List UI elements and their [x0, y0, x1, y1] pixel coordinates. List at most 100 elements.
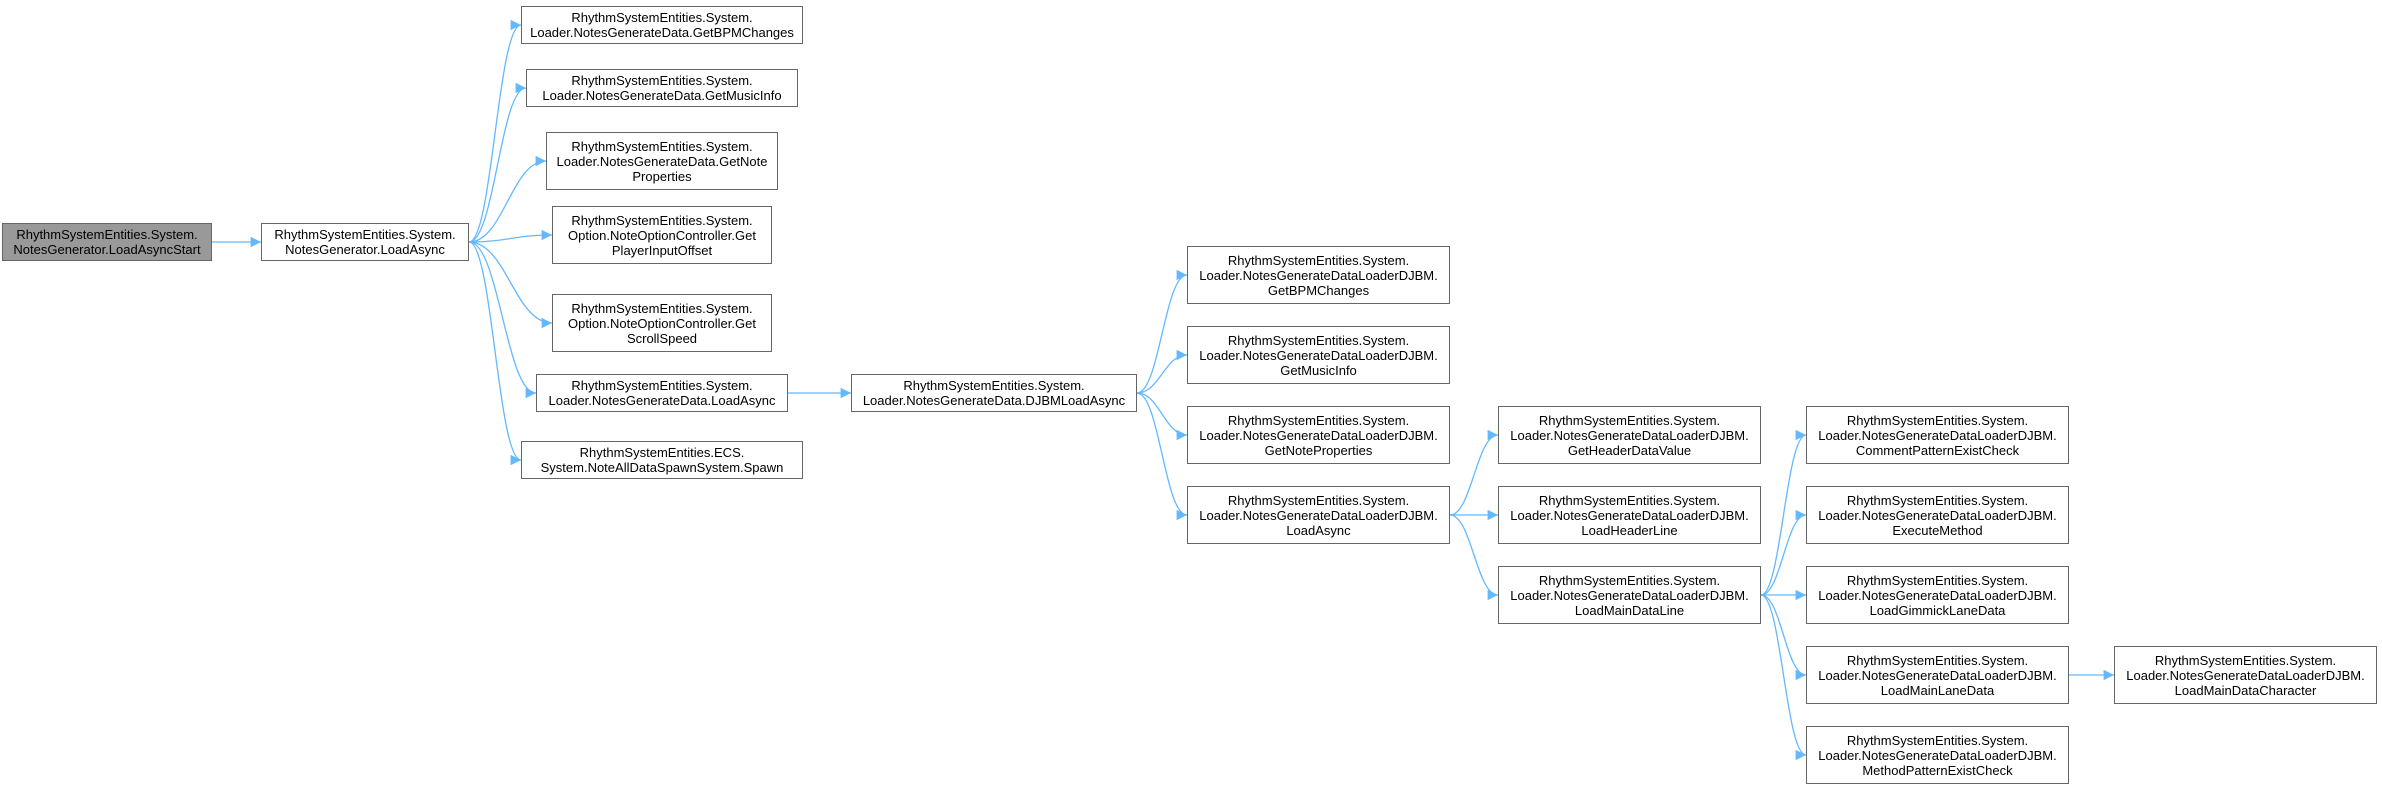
node-label-line: Loader.NotesGenerateDataLoaderDJBM. — [1818, 587, 2057, 603]
node-label-line: RhythmSystemEntities.System. — [903, 378, 1085, 393]
node-label-line: RhythmSystemEntities.System. — [1846, 412, 2029, 428]
function-node[interactable]: RhythmSystemEntities.System.Loader.Notes… — [1187, 326, 1450, 384]
node-label-line: RhythmSystemEntities.System. — [274, 227, 456, 242]
node-label-line: RhythmSystemEntities.System. — [571, 378, 753, 393]
root-function-node[interactable]: RhythmSystemEntities.System.NotesGenerat… — [2, 223, 212, 261]
node-label-line: GetNoteProperties — [1264, 442, 1373, 458]
node-label-line: RhythmSystemEntities.System. — [1538, 412, 1721, 428]
node-label-line: Properties — [632, 168, 692, 184]
function-node[interactable]: RhythmSystemEntities.System.Loader.Notes… — [1187, 486, 1450, 544]
node-label-line: NotesGenerator.LoadAsyncStart — [13, 242, 201, 257]
function-node[interactable]: RhythmSystemEntities.System.Loader.Notes… — [1806, 566, 2069, 624]
function-node[interactable]: RhythmSystemEntities.System.Loader.Notes… — [851, 374, 1137, 412]
node-label-line: RhythmSystemEntities.System. — [571, 10, 753, 25]
node-label-line: LoadGimmickLaneData — [1869, 602, 2006, 618]
node-label-line: Option.NoteOptionController.Get — [568, 315, 756, 331]
function-node[interactable]: RhythmSystemEntities.System.Loader.Notes… — [1498, 406, 1761, 464]
node-label-line: Loader.NotesGenerateData.DJBMLoadAsync — [862, 393, 1126, 408]
node-label-line: LoadMainDataLine — [1574, 602, 1685, 618]
call-edge-arrow — [1449, 429, 1499, 516]
node-label-line: RhythmSystemEntities.System. — [1227, 332, 1410, 348]
call-edge-arrow — [468, 19, 522, 243]
function-node[interactable]: RhythmSystemEntities.System.Loader.Notes… — [546, 132, 778, 190]
node-label-line: Loader.NotesGenerateDataLoaderDJBM. — [1510, 427, 1749, 443]
call-edge-arrow — [468, 229, 553, 243]
node-label-line: RhythmSystemEntities.System. — [571, 73, 753, 88]
function-node[interactable]: RhythmSystemEntities.System.Loader.Notes… — [1806, 646, 2069, 704]
node-label-line: NotesGenerator.LoadAsync — [285, 242, 445, 257]
node-label-line: RhythmSystemEntities.ECS. — [579, 445, 745, 460]
node-label-line: LoadMainLaneData — [1880, 682, 1995, 698]
call-edge-arrow — [1760, 509, 1807, 596]
function-node[interactable]: RhythmSystemEntities.System.Loader.Notes… — [2114, 646, 2377, 704]
node-label-line: Loader.NotesGenerateData.GetNote — [556, 153, 768, 169]
call-edge-arrow — [468, 241, 553, 329]
node-label-line: Loader.NotesGenerateDataLoaderDJBM. — [1199, 507, 1438, 523]
function-node[interactable]: RhythmSystemEntities.System.Loader.Notes… — [1806, 406, 2069, 464]
node-label-line: RhythmSystemEntities.System. — [1227, 252, 1410, 268]
node-label-line: Loader.NotesGenerateData.GetBPMChanges — [530, 25, 794, 40]
node-label-line: CommentPatternExistCheck — [1855, 442, 2020, 458]
call-edge-arrow — [1136, 269, 1188, 394]
function-node[interactable]: RhythmSystemEntities.System.NotesGenerat… — [261, 223, 469, 261]
node-label-line: Loader.NotesGenerateDataLoaderDJBM. — [1818, 427, 2057, 443]
node-label-line: ScrollSpeed — [626, 330, 698, 346]
node-label-line: LoadAsync — [1286, 522, 1351, 538]
call-edge-arrow — [1136, 392, 1188, 441]
node-label-line: RhythmSystemEntities.System. — [2154, 652, 2337, 668]
node-label-line: Loader.NotesGenerateDataLoaderDJBM. — [2126, 667, 2365, 683]
node-label-line: PlayerInputOffset — [611, 242, 713, 258]
function-node[interactable]: RhythmSystemEntities.ECS.System.NoteAllD… — [521, 441, 803, 479]
node-label-line: Loader.NotesGenerateDataLoaderDJBM. — [1510, 587, 1749, 603]
call-edge-arrow — [1449, 514, 1499, 601]
call-edge-arrow — [468, 241, 522, 466]
node-label-line: Loader.NotesGenerateDataLoaderDJBM. — [1199, 427, 1438, 443]
node-label-line: LoadHeaderLine — [1581, 522, 1678, 538]
call-edge-arrow — [1760, 429, 1807, 596]
call-edge-arrow — [1136, 392, 1188, 521]
node-label-line: RhythmSystemEntities.System. — [1538, 572, 1721, 588]
node-label-line: Loader.NotesGenerateDataLoaderDJBM. — [1818, 667, 2057, 683]
node-label-line: System.NoteAllDataSpawnSystem.Spawn — [540, 460, 784, 475]
node-label-line: RhythmSystemEntities.System. — [1538, 492, 1721, 508]
call-edge-arrow — [468, 82, 527, 243]
call-edge-arrow — [1760, 594, 1807, 761]
function-node[interactable]: RhythmSystemEntities.System.Loader.Notes… — [536, 374, 788, 412]
function-node[interactable]: RhythmSystemEntities.System.Loader.Notes… — [1806, 486, 2069, 544]
function-node[interactable]: RhythmSystemEntities.System.Option.NoteO… — [552, 294, 772, 352]
node-label-line: RhythmSystemEntities.System. — [1227, 492, 1410, 508]
call-edge-arrow — [1136, 349, 1188, 394]
node-label-line: Loader.NotesGenerateData.LoadAsync — [548, 393, 776, 408]
node-label-line: MethodPatternExistCheck — [1862, 762, 2013, 778]
function-node[interactable]: RhythmSystemEntities.System.Loader.Notes… — [1498, 486, 1761, 544]
node-label-line: RhythmSystemEntities.System. — [16, 227, 198, 242]
node-label-line: Loader.NotesGenerateDataLoaderDJBM. — [1818, 747, 2057, 763]
function-node[interactable]: RhythmSystemEntities.System.Loader.Notes… — [1806, 726, 2069, 784]
node-label-line: RhythmSystemEntities.System. — [571, 212, 753, 228]
node-label-line: GetBPMChanges — [1267, 282, 1370, 298]
node-label-line: Option.NoteOptionController.Get — [568, 227, 756, 243]
node-label-line: RhythmSystemEntities.System. — [1227, 412, 1410, 428]
node-label-line: Loader.NotesGenerateDataLoaderDJBM. — [1510, 507, 1749, 523]
call-edge-arrow — [468, 155, 547, 243]
node-label-line: RhythmSystemEntities.System. — [1846, 492, 2029, 508]
function-node[interactable]: RhythmSystemEntities.System.Loader.Notes… — [1498, 566, 1761, 624]
node-label-line: RhythmSystemEntities.System. — [1846, 572, 2029, 588]
function-node[interactable]: RhythmSystemEntities.System.Loader.Notes… — [521, 6, 803, 44]
function-node[interactable]: RhythmSystemEntities.System.Loader.Notes… — [526, 69, 798, 107]
node-label-line: RhythmSystemEntities.System. — [571, 300, 753, 316]
node-label-line: RhythmSystemEntities.System. — [571, 138, 753, 154]
node-label-line: Loader.NotesGenerateData.GetMusicInfo — [542, 88, 782, 103]
node-label-line: Loader.NotesGenerateDataLoaderDJBM. — [1199, 267, 1438, 283]
node-label-line: RhythmSystemEntities.System. — [1846, 732, 2029, 748]
function-node[interactable]: RhythmSystemEntities.System.Loader.Notes… — [1187, 246, 1450, 304]
node-label-line: GetMusicInfo — [1280, 362, 1357, 378]
node-label-line: RhythmSystemEntities.System. — [1846, 652, 2029, 668]
node-label-line: Loader.NotesGenerateDataLoaderDJBM. — [1818, 507, 2057, 523]
function-node[interactable]: RhythmSystemEntities.System.Loader.Notes… — [1187, 406, 1450, 464]
function-node[interactable]: RhythmSystemEntities.System.Option.NoteO… — [552, 206, 772, 264]
call-edge-arrow — [468, 241, 537, 399]
node-label-line: ExecuteMethod — [1892, 522, 1983, 538]
